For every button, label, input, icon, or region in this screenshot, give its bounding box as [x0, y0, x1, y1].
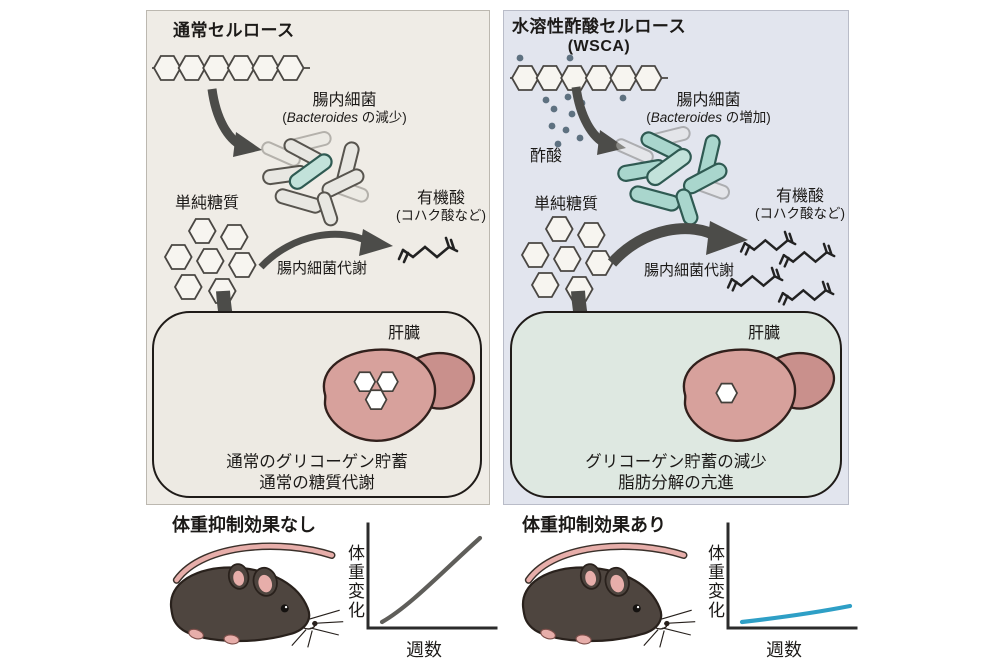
y-axis-label: 体重変化: [705, 544, 724, 620]
glycogen-hexagon-icon: [715, 382, 739, 404]
panel-title: 水溶性酢酸セルロース (WSCA): [504, 17, 694, 57]
weight-graph-left: 体重変化 週数: [338, 518, 503, 668]
graph-plot: [366, 522, 498, 630]
acetylated-cellulose-chain-icon: [510, 54, 668, 104]
weight-curve: [739, 603, 853, 625]
simple-sugar-label: 単純糖質: [175, 195, 240, 212]
metabolism-arc-arrow-icon: [258, 229, 393, 270]
weight-caption-left: 体重抑制効果なし: [172, 515, 316, 535]
gut-bacteria-caption: 腸内細菌 (Bacteroides の増加): [606, 91, 811, 127]
arrow-to-bacteria-icon: [207, 88, 262, 157]
acetic-acid-label: 酢酸: [530, 148, 563, 165]
x-axis-label: 週数: [406, 640, 442, 660]
organic-acid-note: (コハク酸など): [396, 208, 486, 224]
liver-icon: [682, 348, 836, 442]
metabolism-label: 腸内細菌代謝: [643, 262, 734, 279]
y-axis-label: 体重変化: [345, 544, 364, 620]
metabolism-arc-arrow-icon: [607, 221, 748, 267]
weight-curve: [379, 535, 483, 625]
liver-label: 肝臓: [748, 325, 781, 342]
gut-bacteria-label: 腸内細菌: [676, 92, 741, 109]
organic-acid-label: 有機酸: [416, 190, 465, 207]
organic-acid-caption: 有機酸 (コハク酸など): [391, 189, 491, 225]
arrow-to-bacteria-icon: [571, 86, 626, 155]
axes: [726, 522, 858, 630]
organic-acid-caption: 有機酸 (コハク酸など): [750, 187, 850, 223]
glycogen-hexagon-icon: [364, 389, 388, 410]
organic-acid-label: 有機酸: [775, 188, 824, 205]
liver-label: 肝臓: [388, 325, 421, 342]
bacteria-cluster-icon: [261, 130, 370, 227]
gut-bacteria-caption: 腸内細菌 (Bacteroides の減少): [247, 91, 442, 127]
liver-box: 肝臓 通常のグリコーゲン貯蓄 通常の糖質代謝: [152, 311, 482, 498]
x-axis-label: 週数: [766, 640, 802, 660]
weight-graph-right: 体重変化 週数: [698, 518, 863, 668]
succinate-molecule-icon: [397, 236, 459, 264]
bacteroides-note: (Bacteroides の増加): [646, 110, 771, 126]
succinate-molecule-icon: [777, 280, 835, 306]
outcome-text: グリコーゲン貯蓄の減少 脂肪分解の亢進: [585, 453, 767, 493]
bacteria-cluster-icon: [614, 125, 731, 226]
glycogen-hexagon-icon: [353, 371, 377, 393]
outcome-text: 通常のグリコーゲン貯蓄 通常の糖質代謝: [226, 453, 408, 493]
graph-plot: [726, 522, 858, 630]
liver-icon: [322, 348, 476, 442]
mouse-icon: [502, 532, 697, 660]
simple-sugar-label: 単純糖質: [534, 196, 599, 213]
liver-box: 肝臓 グリコーゲン貯蓄の減少 脂肪分解の亢進: [510, 311, 842, 498]
panel-title: 通常セルロース: [173, 21, 295, 40]
panel-title-abbr: (WSCA): [567, 38, 631, 56]
bacteroides-note: (Bacteroides の減少): [282, 110, 407, 126]
organic-acid-note: (コハク酸など): [755, 206, 845, 222]
normal-cellulose-panel: 通常セルロース 腸内細菌 (Bacteroides の減少): [146, 10, 490, 505]
cellulose-chain-icon: [152, 55, 310, 81]
weight-caption-right: 体重抑制効果あり: [522, 515, 666, 535]
wsca-panel: 水溶性酢酸セルロース (WSCA) 酢酸 腸内細菌 (Bacteroides の…: [503, 10, 849, 505]
metabolism-label: 腸内細菌代謝: [276, 260, 367, 277]
mouse-icon: [150, 532, 345, 660]
gut-bacteria-label: 腸内細菌: [312, 92, 377, 109]
axes: [366, 522, 498, 630]
glycogen-hexagon-icon: [376, 371, 399, 393]
